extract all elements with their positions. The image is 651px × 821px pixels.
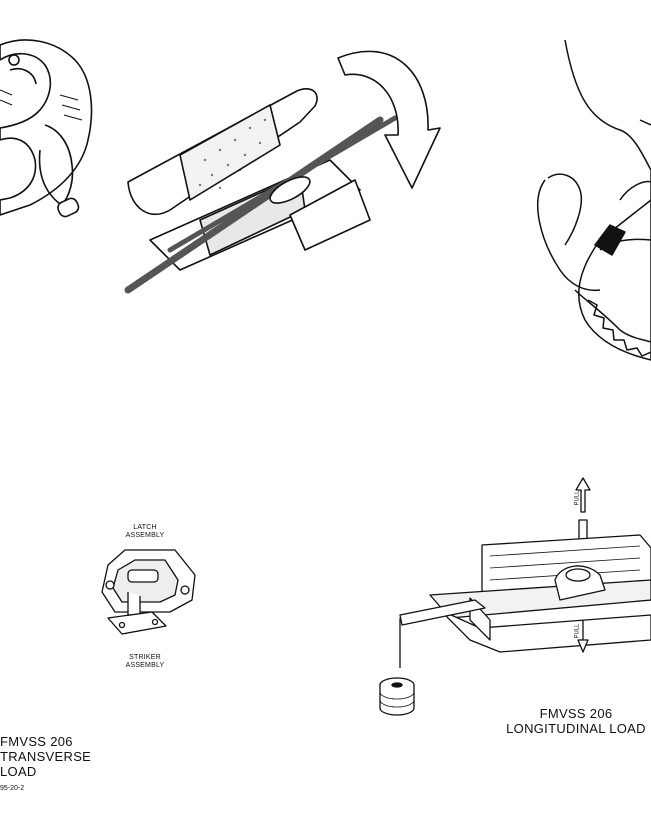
hanging-weight xyxy=(379,677,415,716)
clamshell-pad-illustration xyxy=(124,50,441,294)
cropped-mechanism-illustration xyxy=(0,39,93,218)
longitudinal-caption-line1: FMVSS 206 xyxy=(539,706,613,721)
hand-gear-illustration xyxy=(537,39,651,361)
figure-id: 95-20-2 xyxy=(0,785,25,792)
longitudinal-load-caption: FMVSS 206 LONGITUDINAL LOAD xyxy=(496,706,651,737)
pull-label-bottom: PULL xyxy=(574,623,581,639)
transverse-caption-line2: TRANSVERSE LOAD xyxy=(0,748,92,779)
transverse-load-caption: FMVSS 206 TRANSVERSE LOAD xyxy=(0,734,92,780)
pull-label-top: PULL xyxy=(574,490,581,506)
striker-assembly-label: STRIKER ASSEMBLY xyxy=(120,654,170,670)
transverse-caption-line1: FMVSS 206 xyxy=(0,734,73,749)
longitudinal-caption-line2: LONGITUDINAL LOAD xyxy=(506,720,646,736)
latch-assembly-label: LATCH ASSEMBLY xyxy=(120,524,170,540)
latch-striker-illustration xyxy=(101,549,196,635)
latch-label-line1: LATCH xyxy=(133,524,157,531)
striker-label-line1: STRIKER xyxy=(129,654,161,661)
striker-label-line2: ASSEMBLY xyxy=(125,662,165,670)
longitudinal-fixture-illustration xyxy=(379,477,651,716)
latch-label-line2: ASSEMBLY xyxy=(125,532,165,540)
